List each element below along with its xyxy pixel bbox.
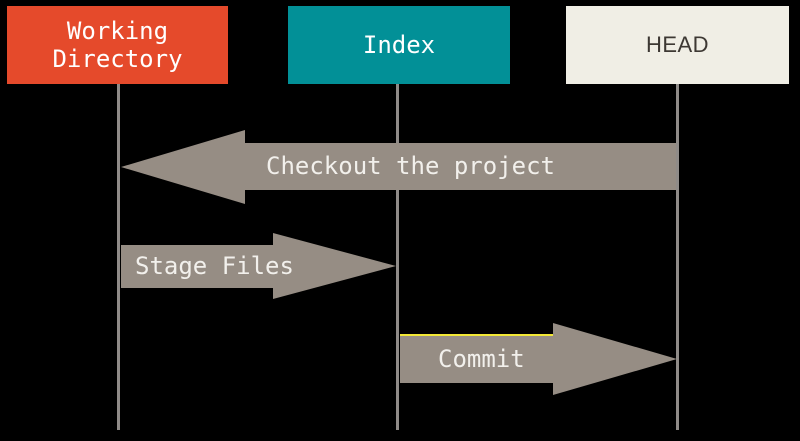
node-head-label: HEAD [645, 32, 710, 57]
head-timeline [676, 84, 679, 430]
working-directory-timeline [117, 84, 120, 430]
node-index: Index [288, 6, 510, 84]
checkout-arrow-label: Checkout the project [266, 152, 555, 180]
commit-arrow-yellow-accent [400, 334, 553, 336]
commit-arrow-shaft [400, 336, 553, 383]
checkout-arrowhead-left-icon [121, 130, 245, 204]
stage-arrow-shaft [121, 245, 273, 288]
index-timeline [396, 84, 399, 430]
commit-arrowhead-right-icon [553, 323, 677, 395]
stage-arrowhead-right-icon [273, 233, 396, 299]
node-index-label: Index [362, 31, 436, 59]
node-working-directory-label: Working Directory [52, 17, 183, 73]
node-working-directory: Working Directory [7, 6, 228, 84]
commit-arrow-label: Commit [438, 345, 525, 373]
checkout-arrow-shaft [245, 143, 676, 190]
stage-arrow-label: Stage Files [135, 252, 294, 280]
node-head: HEAD [566, 6, 789, 84]
